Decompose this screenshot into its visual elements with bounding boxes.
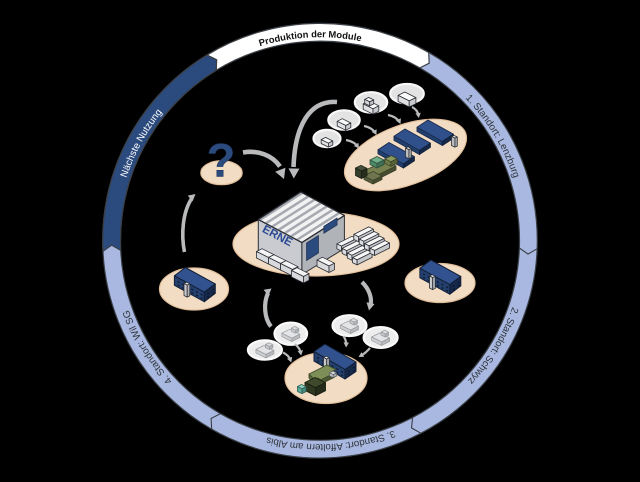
svg-text:?: ? bbox=[207, 134, 236, 187]
